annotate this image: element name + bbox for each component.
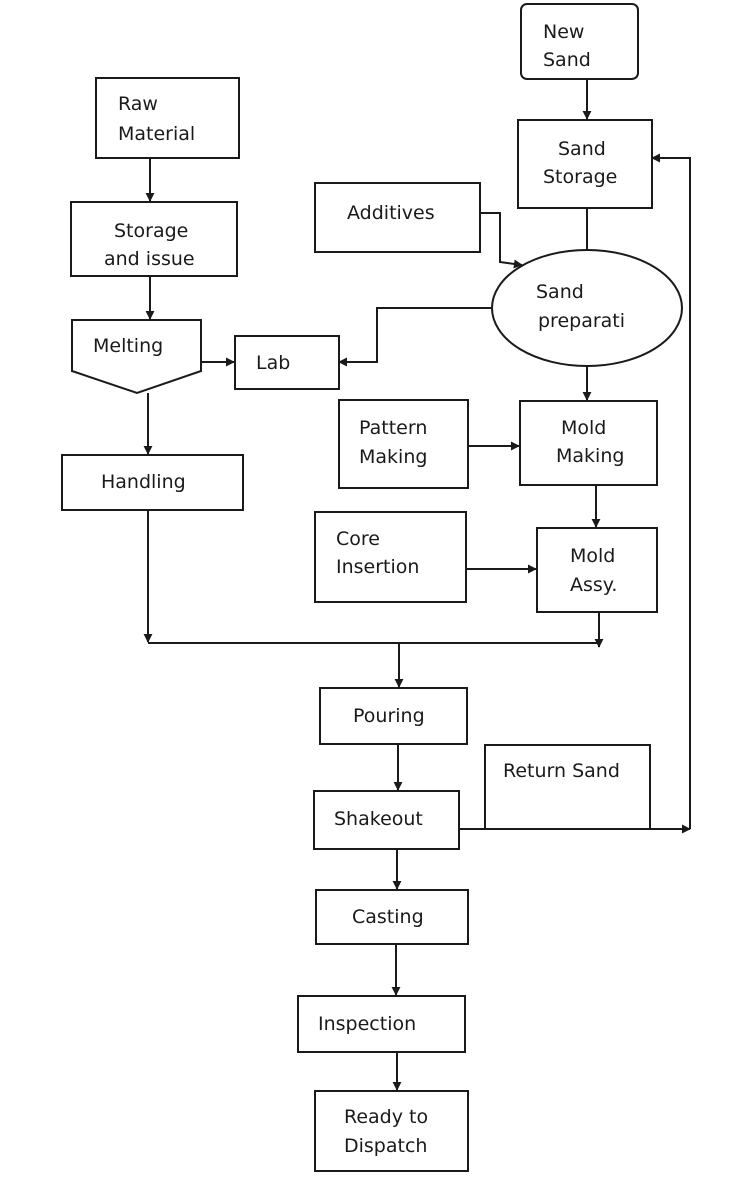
sand-storage-label-line2: Storage bbox=[543, 166, 617, 188]
pattern-making-label-line2: Making bbox=[359, 446, 427, 468]
node-raw-material: Raw Material bbox=[95, 77, 240, 159]
lab-label: Lab bbox=[256, 352, 290, 374]
node-new-sand: New Sand bbox=[520, 3, 639, 80]
return-sand-label: Return Sand bbox=[503, 760, 620, 782]
node-ready-to-dispatch: Ready to Dispatch bbox=[314, 1090, 469, 1172]
node-shakeout: Shakeout bbox=[313, 790, 460, 850]
node-mold-making: Mold Making bbox=[519, 400, 658, 486]
node-additives: Additives bbox=[314, 182, 481, 253]
node-mold-assy: Mold Assy. bbox=[536, 527, 658, 613]
node-return-sand: Return Sand bbox=[484, 744, 651, 830]
node-inspection: Inspection bbox=[297, 995, 466, 1053]
core-insertion-label-line2: Insertion bbox=[336, 556, 419, 578]
mold-making-label-line2: Making bbox=[556, 445, 624, 467]
ready-dispatch-label-line1: Ready to bbox=[344, 1106, 428, 1128]
new-sand-label-line2: Sand bbox=[543, 49, 591, 71]
node-sand-preparation: Sand preparati bbox=[491, 249, 683, 367]
new-sand-label-line1: New bbox=[543, 21, 584, 43]
sand-storage-label-line1: Sand bbox=[558, 138, 606, 160]
core-insertion-label-line1: Core bbox=[336, 528, 380, 550]
pattern-making-label-line1: Pattern bbox=[359, 417, 427, 439]
node-storage-issue: Storage and issue bbox=[70, 201, 238, 277]
node-sand-storage: Sand Storage bbox=[517, 119, 653, 209]
additives-label: Additives bbox=[347, 202, 435, 224]
casting-label: Casting bbox=[352, 906, 424, 928]
inspection-label: Inspection bbox=[318, 1013, 416, 1035]
raw-material-label-line1: Raw bbox=[118, 93, 158, 115]
handling-label: Handling bbox=[101, 471, 186, 493]
ready-dispatch-label-line2: Dispatch bbox=[344, 1135, 427, 1157]
arrow-prep-to-lab bbox=[338, 307, 492, 367]
pouring-label: Pouring bbox=[353, 705, 425, 727]
node-pouring: Pouring bbox=[319, 687, 468, 745]
sand-prep-label-line2: preparati bbox=[538, 310, 625, 332]
node-casting: Casting bbox=[315, 889, 469, 945]
node-handling: Handling bbox=[61, 454, 244, 511]
mold-assy-label-line1: Mold bbox=[570, 545, 615, 567]
arrow-return-to-sandstorage bbox=[651, 153, 691, 829]
node-core-insertion: Core Insertion bbox=[314, 511, 467, 603]
sand-prep-label-line1: Sand bbox=[536, 281, 584, 303]
storage-issue-label-line1: Storage bbox=[114, 220, 188, 242]
storage-issue-label-line2: and issue bbox=[104, 248, 195, 270]
node-melting: Melting bbox=[71, 319, 202, 395]
shakeout-label: Shakeout bbox=[334, 808, 423, 830]
mold-making-label-line1: Mold bbox=[561, 417, 606, 439]
node-pattern-making: Pattern Making bbox=[338, 399, 469, 489]
melting-label: Melting bbox=[93, 335, 163, 357]
arrow-additives-to-prep bbox=[480, 212, 523, 269]
mold-assy-label-line2: Assy. bbox=[570, 574, 617, 596]
raw-material-label-line2: Material bbox=[118, 123, 195, 145]
node-lab: Lab bbox=[234, 335, 340, 390]
